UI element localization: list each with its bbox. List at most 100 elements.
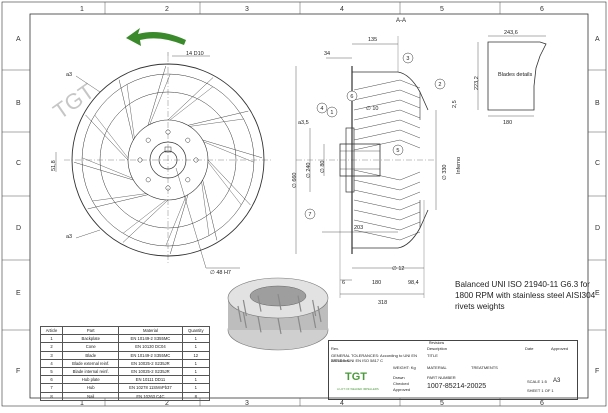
dim-line-a3-bottom [75, 229, 101, 239]
bom-cell: Cone [62, 342, 120, 352]
callout-circle [326, 106, 338, 118]
render-blade [312, 299, 317, 317]
tb-approved2: Approved [393, 387, 411, 392]
dim-bore-label: ∅ 48 H7 [210, 269, 231, 276]
dim-top-label: 14 D10 [186, 51, 204, 57]
title-block: Revisions Rev. Description Date Approved… [328, 340, 578, 400]
bill-of-materials: Article Part Material Quantity 1 Backplat… [39, 325, 211, 401]
blade-section-line [353, 219, 421, 231]
bom-cell: 6 [39, 375, 64, 385]
balance-note: Balanced UNI ISO 21940-11 G6.3 for 1800 … [455, 280, 596, 311]
section-title: A-A [396, 18, 406, 24]
callout-number: 2 [438, 82, 441, 88]
bom-cell: EN 10149-2 S355MC [118, 334, 183, 344]
bom-cell: Nail [62, 391, 120, 401]
blade-section-line [353, 79, 421, 91]
blade-section-line [353, 119, 421, 131]
blade-lines [73, 65, 263, 255]
hub-plate-section [345, 127, 355, 193]
blade-line [149, 73, 171, 125]
section-view [295, 36, 437, 298]
blade-section-line [353, 189, 421, 201]
tb-rev: Rev. [331, 346, 339, 351]
dim-a3-bottom-label: a3 [66, 234, 72, 240]
bom-cell: 1 [181, 358, 211, 368]
render-blade [257, 295, 262, 312]
bom-cell: 1 [181, 334, 211, 344]
tb-size: A3 [553, 378, 561, 384]
grid-row-label: C [16, 160, 22, 167]
watermark-logo: TGT [49, 78, 99, 124]
bom-cell: 1 [181, 375, 211, 385]
tb-part-lbl: PART NUMBER [427, 375, 456, 380]
tb-part-number: 1007-85214-20025 [427, 383, 487, 390]
tb-tolerance: GENERAL TOLERANCES: According to UNI EN … [331, 353, 417, 363]
blade-section-line [353, 99, 421, 111]
dim-10-label: ∅ 10 [366, 105, 378, 112]
tb-material: MATERIAL [427, 365, 447, 370]
render-blade [277, 293, 282, 311]
grid-ticks [2, 2, 606, 406]
dim-25-label: 2,5 [452, 100, 458, 108]
grid-col-label: 5 [440, 6, 444, 13]
tb-welds: WELDS: UNI EN ISO 5817 C [331, 358, 384, 363]
dim-34-label: 34 [324, 51, 330, 57]
render-blade [242, 311, 247, 329]
callout-number: 1 [330, 110, 333, 116]
bom-cell: 3 [39, 350, 64, 360]
tb-logo: TGT [345, 371, 367, 383]
bom-header-row: Article Part Material Quantity [39, 325, 211, 336]
blade-line [169, 86, 214, 121]
blade-section [353, 79, 421, 241]
blade-details-text: Blades details [498, 72, 532, 78]
blade-section-line [353, 229, 421, 241]
blade-line [202, 179, 218, 241]
tb-scale: SCALE 1:5 [527, 379, 547, 384]
render-blades [237, 293, 322, 335]
inner-border [29, 13, 589, 399]
blade-line [203, 141, 255, 163]
grid-col-label: 1 [80, 400, 84, 407]
dim-a35-label: a3,5 [298, 120, 309, 126]
impeller-render [227, 277, 329, 351]
dim-6-label: 6 [342, 280, 345, 286]
bom-cell: 2 [39, 342, 64, 352]
bom-cell: 12 [181, 350, 211, 360]
bom-cell: Backplate [62, 334, 120, 344]
tb-title-lbl: TITLE [427, 353, 438, 358]
grid-col-label: 6 [540, 6, 544, 13]
callout-number: 5 [396, 148, 399, 154]
tb-revisions: Revisions [429, 341, 445, 345]
hub-hole [185, 177, 191, 183]
grid-row-label: F [16, 368, 21, 375]
dim-318-label: 318 [378, 300, 387, 306]
callout-bubble: 1 [326, 106, 338, 118]
callout-circle [346, 90, 358, 102]
bom-cell: 1 [181, 366, 211, 377]
callout-circle [392, 144, 404, 156]
callout-number: 4 [320, 106, 323, 112]
rotation-arrow-icon [126, 28, 186, 46]
front-view [55, 52, 272, 269]
tb-drawn: Drawn [393, 375, 405, 380]
bom-cell: Blade internal reinf. [62, 366, 120, 377]
blade-details-label: Blades details [498, 72, 532, 78]
blade-detail [477, 35, 547, 117]
grid-row-label: A [595, 36, 600, 43]
blade-line [85, 114, 129, 161]
hub-hole [145, 137, 151, 143]
bom-cell: 8 [181, 391, 211, 401]
render-blade [297, 316, 302, 333]
grid-col-label: 3 [245, 400, 249, 407]
cone-lower [352, 209, 429, 249]
grid-col-label: 1 [80, 6, 84, 13]
hub-hole [185, 137, 191, 143]
blade-w-top-label: 243,6 [504, 30, 518, 36]
bom-cell: EN 10130 DC04 [118, 342, 183, 352]
callout-circle [304, 208, 316, 220]
blade-line [94, 114, 129, 159]
grid-row-label: D [16, 225, 22, 232]
